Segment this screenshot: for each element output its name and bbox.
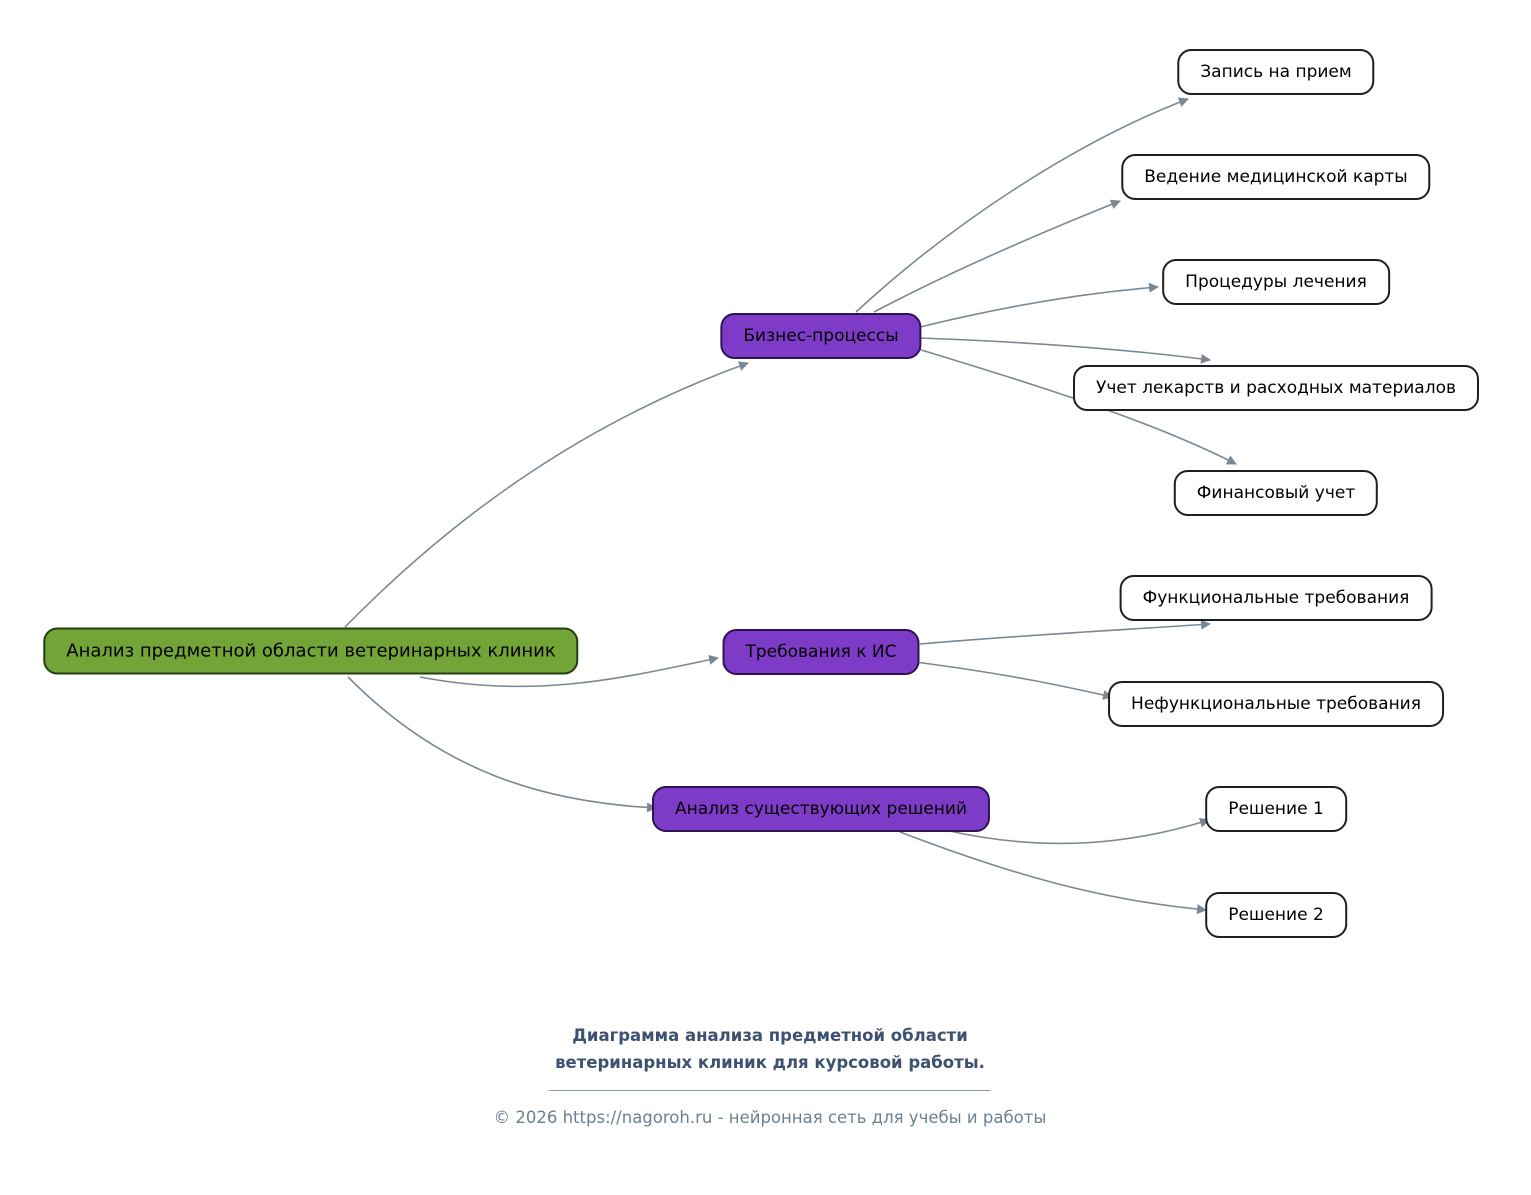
leaf-financial-accounting: Финансовый учет — [1173, 470, 1379, 516]
leaf-functional-requirements: Функциональные требования — [1119, 575, 1433, 621]
edge-root-to-business — [344, 361, 749, 628]
edge-business-to-inventory — [919, 337, 1211, 364]
branch-business-processes: Бизнес-процессы — [720, 313, 922, 359]
edge-requirements-to-functional — [919, 619, 1211, 645]
footer: Диаграмма анализа предметной области вет… — [494, 1022, 1047, 1127]
copyright-text: © 2026 https://nagoroh.ru - нейронная се… — [493, 1108, 1047, 1128]
leaf-medical-record: Ведение медицинской карты — [1121, 154, 1431, 200]
edge-business-to-procedures — [919, 282, 1159, 328]
edge-requirements-to-nonfunctional — [914, 661, 1113, 700]
leaf-solution-1: Решение 1 — [1205, 786, 1347, 832]
leaf-treatment-procedures: Процедуры лечения — [1162, 259, 1390, 305]
edge-root-to-requirements — [419, 654, 719, 688]
diagram-caption: Диаграмма анализа предметной области вет… — [494, 1022, 1047, 1076]
leaf-appointment-booking: Запись на прием — [1177, 49, 1375, 95]
edge-business-to-medical-record — [873, 199, 1121, 313]
leaf-solution-2: Решение 2 — [1205, 892, 1347, 938]
leaf-medicine-inventory: Учет лекарств и расходных материалов — [1072, 365, 1480, 411]
caption-line-1: Диаграмма анализа предметной области — [572, 1026, 968, 1045]
edge-analysis-to-solution1 — [944, 817, 1210, 845]
branch-is-requirements: Требования к ИС — [722, 629, 920, 675]
branch-existing-solutions: Анализ существующих решений — [651, 786, 991, 832]
caption-divider — [548, 1090, 991, 1092]
edge-analysis-to-solution2 — [899, 831, 1207, 915]
edge-root-to-analysis — [347, 676, 657, 813]
root-node: Анализ предметной области ветеринарных к… — [43, 627, 579, 675]
leaf-nonfunctional-requirements: Нефункциональные требования — [1108, 681, 1444, 727]
caption-line-2: ветеринарных клиник для курсовой работы. — [555, 1053, 985, 1073]
edge-business-to-appointment — [855, 97, 1189, 313]
